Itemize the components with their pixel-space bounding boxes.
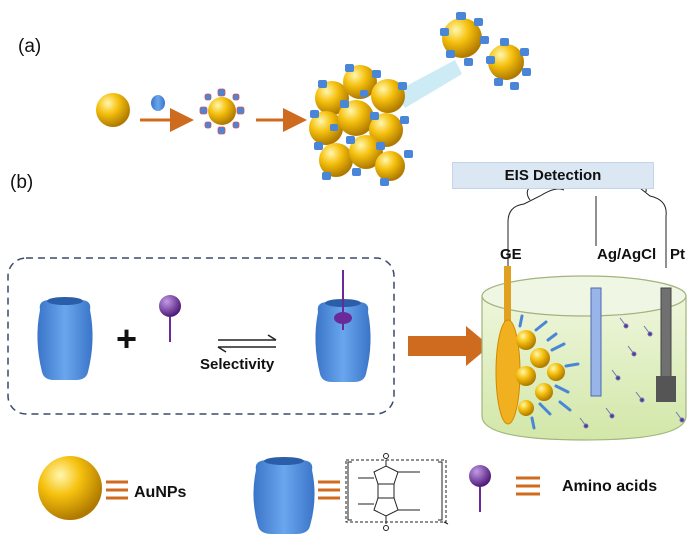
gold-nanoparticle (96, 93, 130, 127)
cucurbituril-structure-formula (345, 453, 449, 531)
legend-aunp-symbol (38, 456, 102, 520)
nanoparticle-assembly (309, 60, 462, 186)
amino-acid-guest (159, 295, 181, 342)
legend-amino-acid-equals (516, 476, 540, 496)
selectivity-label: Selectivity (200, 356, 275, 373)
decorated-nanoparticle (199, 88, 245, 135)
legend-amino-acids-label: Amino acids (562, 478, 658, 495)
eis-detection-box: EIS Detection (452, 162, 654, 189)
zoomed-nanoparticles (440, 12, 531, 90)
arrow-to-electrode (408, 326, 490, 366)
host-guest-dashed-box (7, 257, 395, 415)
legend-cucurbituril-equals (318, 480, 340, 500)
cucurbituril-host (37, 297, 93, 380)
reference-electrode-label: Ag/AgCl (597, 246, 657, 263)
panel-b-label: (b) (10, 172, 34, 193)
equilibrium-arrows (217, 334, 277, 353)
legend-aunps-label: AuNPs (134, 484, 187, 501)
host-guest-complex (315, 270, 371, 382)
reference-electrode (590, 287, 602, 397)
panel-a-label: (a) (18, 36, 42, 57)
legend-cucurbituril-symbol (253, 457, 315, 534)
electrochemical-cell (481, 275, 687, 441)
free-amino-acids (579, 317, 685, 429)
plus-sign: + (116, 318, 138, 359)
counter-electrode (656, 287, 676, 402)
counter-electrode-label: Pt (670, 246, 685, 263)
legend-aunp-equals (106, 480, 128, 500)
ge-electrode-label: GE (500, 246, 522, 263)
gold-electrode (495, 266, 580, 430)
legend-amino-acid-symbol (469, 465, 491, 512)
cucurbituril-molecule-small (151, 95, 165, 111)
